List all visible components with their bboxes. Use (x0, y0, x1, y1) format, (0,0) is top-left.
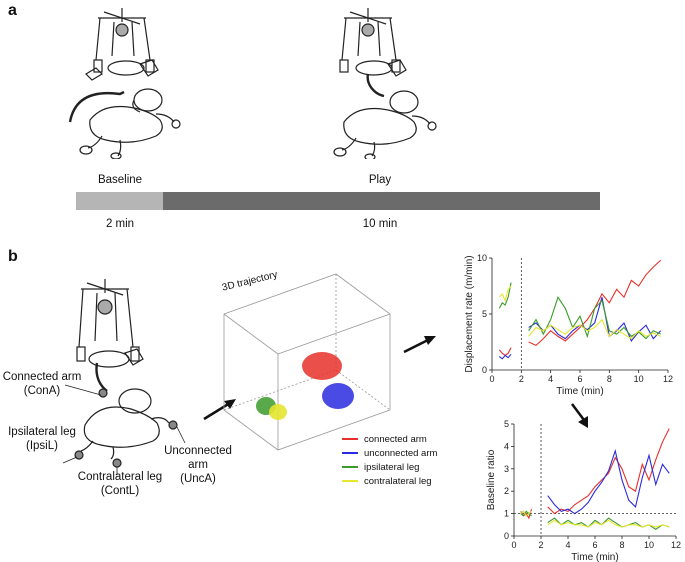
baseline-duration: 2 min (105, 218, 135, 230)
y-tick-label: 5 (482, 309, 487, 319)
panel-a-label: a (8, 2, 17, 19)
legend-item: connected arm (342, 432, 466, 446)
trajectory-3d-plot (223, 273, 391, 451)
series-line-ipsilateral-leg (520, 510, 532, 517)
series-line-contralateral-leg (498, 285, 512, 303)
play-bar (163, 192, 600, 210)
legend-swatch (342, 438, 358, 440)
y-tick-label: 3 (504, 464, 509, 474)
x-tick-label: 12 (671, 540, 681, 550)
x-tick-label: 2 (538, 540, 543, 550)
x-tick-label: 2 (519, 374, 524, 384)
series-line-unconnected-arm (547, 448, 670, 515)
baseline-label: Baseline (97, 174, 143, 186)
series-line-connected-arm (498, 347, 512, 357)
y-axis-label: Displacement rate (m/min) (464, 255, 475, 372)
infant-mobile-illustration-baseline (68, 8, 181, 159)
x-tick-label: 10 (634, 374, 644, 384)
y-axis-label: Baseline ratio (486, 449, 497, 510)
x-tick-label: 4 (565, 540, 570, 550)
ipsilateral-leg-label: Ipsilateral leg (IpsiL) (8, 426, 76, 452)
connected-arm-label: Connected arm (ConA) (2, 371, 82, 397)
y-tick-label: 10 (477, 253, 487, 263)
connected-arm-cloud (302, 352, 342, 380)
series-line-contralateral-leg (528, 318, 661, 340)
unconnected-arm-label: Unconnected arm (UncA) (164, 445, 232, 485)
play-label: Play (368, 174, 392, 186)
legend-item: contralateral leg (342, 474, 466, 488)
arrow-to-displacement (403, 336, 436, 354)
series-line-unconnected-arm (498, 353, 512, 360)
series-line-contralateral-leg (547, 519, 670, 528)
y-tick-label: 4 (504, 441, 509, 451)
legend-label: connected arm (364, 433, 427, 445)
legend-swatch (342, 452, 358, 454)
panel-b-label: b (8, 248, 18, 265)
legend-label: contralateral leg (364, 475, 432, 487)
arrow-to-trajectory (203, 399, 236, 421)
y-tick-label: 1 (504, 509, 509, 519)
x-tick-label: 0 (511, 540, 516, 550)
legend-swatch (342, 466, 358, 468)
contralateral-leg-label: Contralateral leg (ContL) (77, 471, 163, 497)
x-tick-label: 8 (607, 374, 612, 384)
series-line-connected-arm (520, 508, 533, 520)
x-tick-label: 6 (577, 374, 582, 384)
legend-item: unconnected arm (342, 446, 466, 460)
x-tick-label: 0 (489, 374, 494, 384)
contralateral-leg-cloud (269, 404, 287, 420)
y-tick-label: 0 (504, 531, 509, 541)
x-tick-label: 6 (592, 540, 597, 550)
x-tick-label: 8 (619, 540, 624, 550)
x-tick-label: 12 (663, 374, 673, 384)
infant-mobile-illustration-play (333, 8, 437, 159)
legend: connected arm unconnected arm ipsilateral … (342, 432, 466, 494)
legend-label: ipsilateral leg (364, 461, 420, 473)
x-tick-label: 4 (548, 374, 553, 384)
x-axis-label: Time (min) (571, 552, 618, 562)
x-tick-label: 10 (644, 540, 654, 550)
play-duration: 10 min (362, 218, 398, 230)
series-line-contralateral-leg (520, 510, 532, 517)
unconnected-arm-cloud (322, 383, 354, 409)
series-line-ipsilateral-leg (528, 295, 661, 340)
arrow-to-ratio (571, 403, 588, 428)
baseline-bar (76, 192, 163, 210)
series-line-connected-arm (547, 428, 670, 515)
legend-swatch (342, 480, 358, 482)
legend-item: ipsilateral leg (342, 460, 466, 474)
infant-limb-illustration (62, 279, 186, 475)
y-tick-label: 0 (482, 365, 487, 375)
legend-label: unconnected arm (364, 447, 438, 459)
y-tick-label: 5 (504, 419, 509, 429)
x-axis-label: Time (min) (556, 386, 603, 397)
series-line-ipsilateral-leg (498, 282, 512, 309)
y-tick-label: 2 (504, 486, 509, 496)
trajectory-clouds (256, 352, 354, 420)
